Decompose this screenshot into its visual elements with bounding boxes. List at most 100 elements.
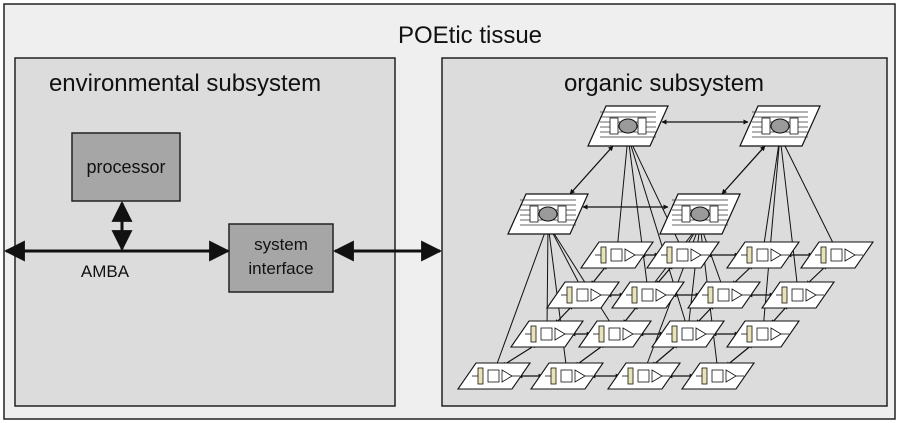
cell-link-arrow (569, 145, 614, 195)
molecule-register (746, 325, 753, 343)
cell-molecule-link (627, 135, 649, 292)
molecule-lut (791, 288, 804, 302)
processor-label: processor (86, 157, 165, 177)
cell-molecule-link (547, 223, 616, 331)
cell-core (770, 118, 790, 134)
molecule-register (781, 286, 788, 304)
molecule-register (666, 246, 673, 264)
molecule-tile (579, 241, 655, 269)
molecule-output (624, 248, 636, 262)
molecule-tile (456, 362, 532, 390)
interface-label-line1: system (254, 235, 308, 254)
molecule-output (651, 369, 663, 383)
cell-component (709, 205, 719, 223)
cell-component (609, 117, 619, 135)
interface-label-line2: interface (248, 259, 313, 278)
molecule-link-arrow (574, 343, 606, 367)
molecule-lut (756, 248, 769, 262)
molecule-output (844, 248, 856, 262)
molecule-register (477, 367, 484, 385)
molecule-tile (650, 320, 726, 348)
environmental-title: environmental subsystem (49, 70, 321, 97)
cell-tile (659, 193, 741, 235)
molecule-register (701, 367, 708, 385)
cell-molecule-link (699, 223, 725, 292)
molecule-lut (637, 369, 650, 383)
cell-tile (739, 105, 821, 147)
molecule-lut (756, 327, 769, 341)
molecule-output (554, 327, 566, 341)
molecule-output (725, 369, 737, 383)
molecule-lut (608, 327, 621, 341)
molecule-register (707, 286, 714, 304)
cell-component (681, 205, 691, 223)
molecule-register (631, 286, 638, 304)
system-interface-block (228, 223, 334, 293)
molecule-register (530, 325, 537, 343)
molecule-output (574, 369, 586, 383)
molecule-lut (641, 288, 654, 302)
molecule-link-arrow (501, 343, 538, 367)
amba-label: AMBA (81, 262, 130, 281)
molecule-tile (509, 320, 585, 348)
molecule-register (746, 246, 753, 264)
molecule-lut (676, 248, 689, 262)
cell-component (789, 117, 799, 135)
molecule-output (690, 248, 702, 262)
molecule-lut (717, 288, 730, 302)
molecule-register (627, 367, 634, 385)
molecule-lut (830, 248, 843, 262)
molecule-output (695, 327, 707, 341)
cell-molecule-link (547, 223, 584, 292)
cell-core (538, 206, 558, 222)
molecule-lut (540, 327, 553, 341)
organic-network (456, 105, 875, 390)
cell-tile (587, 105, 669, 147)
organic-title: organic subsystem (564, 70, 764, 97)
cell-molecule-link (762, 135, 781, 331)
molecule-tile (529, 362, 605, 390)
molecule-tile (606, 362, 682, 390)
cell-component (529, 205, 539, 223)
cell-molecule-link (546, 223, 549, 331)
cell-core (618, 118, 638, 134)
molecule-tile (686, 281, 762, 309)
molecule-lut (487, 369, 500, 383)
molecule-tile (577, 320, 653, 348)
environmental-subsystem (14, 57, 396, 407)
cell-molecule-link (616, 135, 629, 252)
molecule-tile (645, 241, 721, 269)
molecule-tile (680, 362, 756, 390)
cell-molecule-link (779, 135, 838, 252)
molecule-register (566, 286, 573, 304)
molecule-tile (760, 281, 836, 309)
molecule-link-arrow (725, 343, 754, 367)
molecule-tile (610, 281, 686, 309)
molecule-register (820, 246, 827, 264)
cell-molecule-link (627, 135, 689, 331)
molecule-output (590, 288, 602, 302)
molecule-lut (681, 327, 694, 341)
cell-component (637, 117, 647, 135)
molecule-tile (799, 241, 875, 269)
molecule-lut (560, 369, 573, 383)
molecule-output (501, 369, 513, 383)
molecule-tile (545, 281, 621, 309)
molecule-register (598, 325, 605, 343)
cell-tile (507, 193, 589, 235)
molecule-output (770, 327, 782, 341)
molecule-lut (610, 248, 623, 262)
molecule-output (731, 288, 743, 302)
molecule-output (770, 248, 782, 262)
molecule-output (805, 288, 817, 302)
tissue-title: POEtic tissue (398, 22, 542, 49)
processor-block (71, 132, 181, 202)
molecule-register (600, 246, 607, 264)
molecule-register (671, 325, 678, 343)
molecule-lut (711, 369, 724, 383)
molecule-tile (725, 241, 801, 269)
cell-core (690, 206, 710, 222)
molecule-link-arrow (651, 343, 679, 367)
cell-molecule-link (779, 135, 799, 292)
